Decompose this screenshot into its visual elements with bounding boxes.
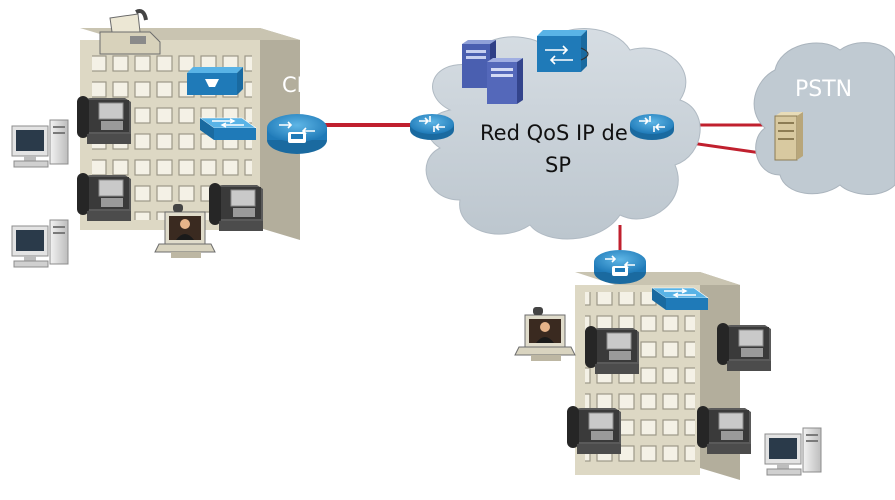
cloud-label-line2: SP <box>545 153 571 177</box>
pc-left-1 <box>11 119 69 168</box>
voice-gateway-lower-icon <box>594 250 646 284</box>
router-sp-left-icon <box>409 113 455 141</box>
voice-gateway-left-icon <box>267 114 327 154</box>
content-switch-icon <box>537 30 589 72</box>
server-2-icon <box>487 58 523 104</box>
router-sp-right-icon <box>629 113 675 141</box>
video-terminal-lower <box>514 306 576 362</box>
fax-icon <box>99 9 161 55</box>
ip-phone-left-3 <box>208 182 264 232</box>
ip-phone-lower-3 <box>566 405 622 455</box>
ip-phone-lower-1 <box>584 325 640 375</box>
pc-lower <box>764 427 822 476</box>
server-icon <box>462 40 496 88</box>
cm-label: CM <box>282 73 315 97</box>
pc-left-2 <box>11 219 69 268</box>
ip-phone-left-2 <box>76 172 132 222</box>
cloud-label-line1: Red QoS IP de <box>480 121 628 145</box>
ip-phone-lower-4 <box>696 405 752 455</box>
call-manager-icon <box>187 67 243 95</box>
ip-phone-lower-2 <box>716 322 772 372</box>
ip-phone-left-1 <box>76 95 132 145</box>
pstn-label: PSTN <box>795 77 852 102</box>
pstn-switch-icon <box>774 112 803 161</box>
